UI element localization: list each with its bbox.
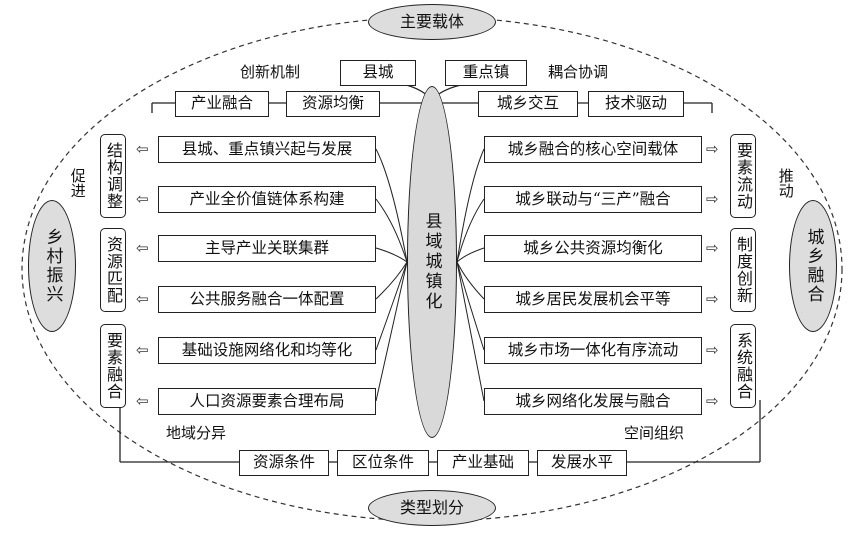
industry-integration-box: 产业融合 — [175, 91, 269, 117]
group-factor-integration: 要素融合 — [100, 324, 126, 408]
resource-balance-box: 资源均衡 — [286, 91, 380, 117]
left-arrow-icon: ⇦ — [136, 239, 149, 257]
center-oval: 县域城镇化 — [407, 86, 457, 438]
left-item-box: 公共服务融合一体配置 — [158, 286, 376, 313]
right-arrow-icon: ⇨ — [706, 341, 719, 359]
carrier-county-box: 县城 — [340, 60, 416, 86]
right-item-box: 城乡公共资源均衡化 — [484, 235, 702, 262]
left-arrow-icon: ⇦ — [136, 392, 149, 410]
group-factor-flow: 要素流动 — [730, 134, 756, 218]
top-oval: 主要载体 — [368, 4, 496, 40]
right-item-box: 城乡联动与“三产”融合 — [484, 186, 702, 213]
left-item-box: 人口资源要素合理布局 — [158, 388, 376, 415]
resource-conditions-box: 资源条件 — [239, 450, 329, 476]
right-arrow-icon: ⇨ — [706, 140, 719, 158]
group-system-integration: 系统融合 — [730, 324, 756, 408]
group-structure-adjustment: 结构调整 — [100, 134, 126, 218]
right-item-box: 城乡网络化发展与融合 — [484, 388, 702, 415]
right-oval: 城乡融合 — [789, 200, 837, 332]
left-arrow-icon: ⇦ — [136, 140, 149, 158]
urban-rural-interaction-box: 城乡交互 — [478, 91, 578, 117]
industry-base-box: 产业基础 — [437, 450, 529, 476]
label-promote: 促进 — [68, 168, 87, 198]
group-resource-matching: 资源匹配 — [100, 228, 126, 312]
right-item-box: 城乡居民发展机会平等 — [484, 286, 702, 313]
left-item-box: 县城、重点镇兴起与发展 — [158, 136, 376, 163]
location-conditions-box: 区位条件 — [337, 450, 429, 476]
right-item-box: 城乡市场一体化有序流动 — [484, 337, 702, 364]
left-item-box: 产业全价值链体系构建 — [158, 186, 376, 213]
label-drive: 推动 — [776, 168, 795, 198]
left-arrow-icon: ⇦ — [136, 341, 149, 359]
label-coupling-coordination: 耦合协调 — [548, 63, 609, 81]
left-item-box: 主导产业关联集群 — [158, 235, 376, 262]
development-level-box: 发展水平 — [537, 450, 627, 476]
left-arrow-icon: ⇦ — [136, 190, 149, 208]
left-item-box: 基础设施网络化和均等化 — [158, 337, 376, 364]
label-innovation-mechanism: 创新机制 — [240, 63, 301, 81]
right-arrow-icon: ⇨ — [706, 239, 719, 257]
label-regional-differentiation: 地域分异 — [166, 424, 227, 442]
right-item-box: 城乡融合的核心空间载体 — [484, 136, 702, 163]
right-arrow-icon: ⇨ — [706, 190, 719, 208]
right-arrow-icon: ⇨ — [706, 290, 719, 308]
left-oval: 乡村振兴 — [28, 200, 76, 332]
carrier-key-town-box: 重点镇 — [445, 60, 527, 86]
label-spatial-organization: 空间组织 — [624, 424, 685, 442]
right-arrow-icon: ⇨ — [706, 392, 719, 410]
bottom-oval: 类型划分 — [368, 490, 496, 526]
tech-drive-box: 技术驱动 — [588, 91, 684, 117]
left-arrow-icon: ⇦ — [136, 290, 149, 308]
group-institutional-innovation: 制度创新 — [730, 228, 756, 312]
